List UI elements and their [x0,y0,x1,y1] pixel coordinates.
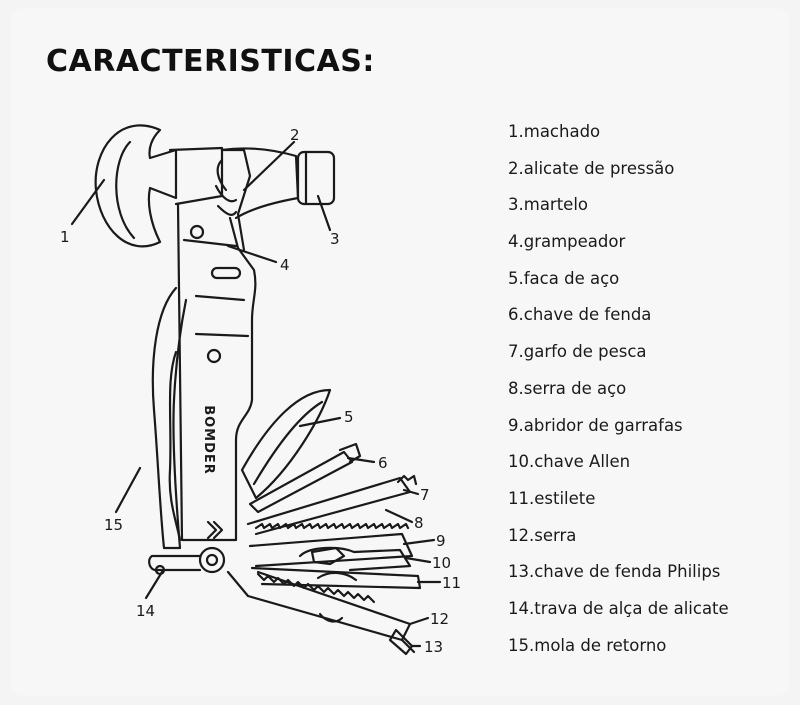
rivet-mid [206,348,222,364]
brand-logo [206,520,224,540]
legend-item: 13.chave de fenda Philips [508,562,721,582]
callout-1: 1 [60,228,70,246]
hammer-neck [220,147,300,220]
main-handle [176,202,257,542]
legend-item: 5.faca de aço [508,268,620,288]
pivot-inner [205,553,219,567]
legend-item: 1.machado [508,122,601,141]
lower-saw-teeth [256,572,376,604]
features-legend: 1.machado 2.alicate de pressão 3.martelo… [508,118,729,668]
saw-teeth [254,522,410,530]
callout-9: 9 [436,532,446,550]
lower-saw [226,570,412,642]
tool-head [168,146,224,206]
legend-item: 10.chave Allen [508,452,631,472]
callout-6: 6 [378,454,388,472]
legend-item: 8.serra de aço [508,378,627,398]
legend-item: 14.trava de alça de alicate [508,598,729,618]
callout-12: 12 [430,610,449,628]
callout-13: 13 [424,638,443,656]
legend-item: 2.alicate de pressão [508,158,675,178]
legend-item: 4.grampeador [508,232,626,252]
callout-11: 11 [442,574,461,592]
legend-item: 12.serra [508,525,577,545]
hammer-face [296,150,336,206]
handle-lock [148,554,202,572]
legend-item: 6.chave de fenda [508,305,652,325]
callout-3: 3 [330,230,340,248]
callout-2: 2 [290,126,300,144]
return-spring [168,350,182,542]
legend-item: 3.martelo [508,195,589,215]
pivot-outer [198,546,226,574]
callout-14: 14 [136,602,155,620]
callout-10: 10 [432,554,451,572]
pliers-jaws [216,148,252,252]
legend-item: 11.estilete [508,488,596,508]
axe-blade-inner [115,140,136,240]
callout-5: 5 [344,408,354,426]
legend-item: 15.mola de retorno [508,635,667,655]
brand-label: BOMDER [201,405,216,475]
stapler-slot [210,266,242,280]
card-background [10,8,790,696]
legend-item: 7.garfo de pesca [508,342,647,362]
fishing-fork [246,476,412,536]
rivet-top [189,224,205,240]
page-title: CARACTERISTICAS: [46,44,375,79]
philips-tip [388,628,416,656]
callout-8: 8 [414,514,424,532]
callout-4: 4 [280,256,290,274]
legend-item: 9.abridor de garrafas [508,415,683,435]
knife-blade [240,388,332,500]
callout-15: 15 [104,516,123,534]
axe-blade [94,124,178,248]
screwdriver [248,450,354,514]
lower-handle [151,286,188,550]
callout-7: 7 [420,486,430,504]
